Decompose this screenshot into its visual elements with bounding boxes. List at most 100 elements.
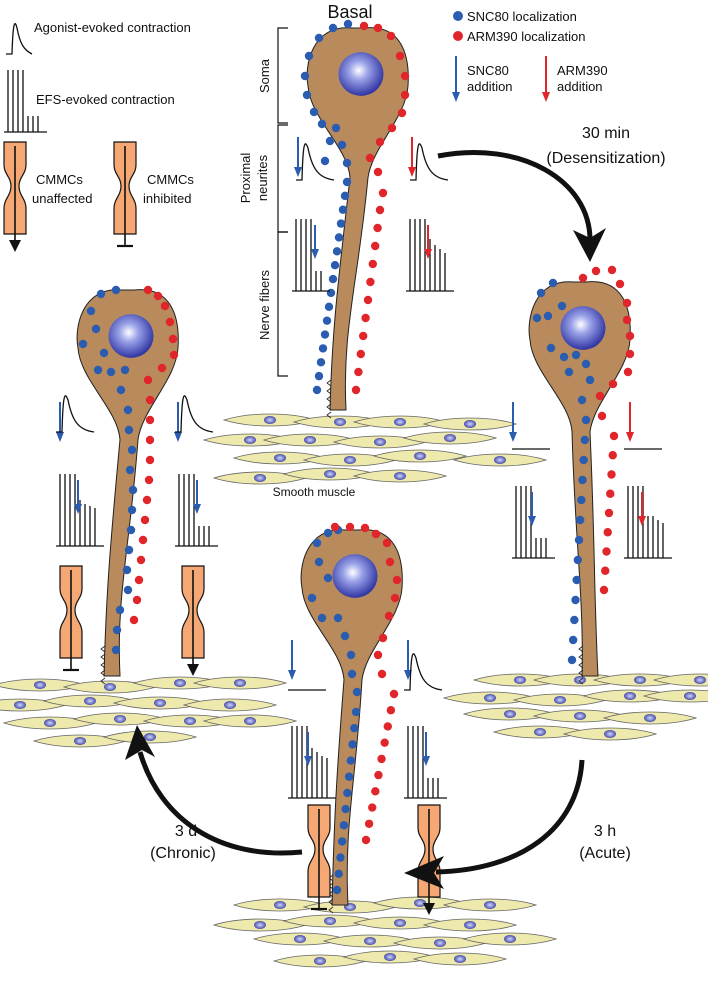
snc80-receptor-dot: [323, 528, 333, 538]
snc80-receptor-dot: [330, 261, 340, 270]
chronic-snc80-efs-arrow-icon-head: [74, 504, 82, 514]
snc80-receptor-dot: [577, 395, 587, 405]
snc80-receptor-dot: [314, 33, 324, 43]
acute-snc80-efs-trace: [288, 726, 336, 799]
arm390-receptor-dot: [400, 90, 410, 100]
arm390-receptor-dot: [354, 367, 363, 377]
snc80-receptor-dot: [317, 119, 327, 129]
arm390-receptor-dot: [602, 547, 611, 556]
smooth-muscle-nucleus: [374, 438, 386, 446]
chronic-arrowhead: [125, 725, 155, 760]
arm390-receptor-dot: [373, 223, 382, 233]
smooth-muscle-nucleus: [684, 692, 696, 700]
smooth-muscle-nucleus: [454, 955, 466, 963]
neuron-desens-terminal: [578, 661, 584, 669]
neuron-basal-terminal: [326, 411, 332, 419]
snc80-receptor-dot: [532, 313, 542, 323]
arm390-receptor-dot: [142, 495, 152, 505]
snc80-receptor-dot: [120, 365, 130, 375]
basal-arm390: [406, 137, 454, 292]
smooth-muscle-nucleus: [604, 730, 616, 738]
acute-snc80: [288, 640, 336, 911]
region-bracket-1: [277, 124, 288, 233]
arm390-receptor-dot: [330, 522, 340, 532]
basal-arm390-addition-arrow-icon-head: [408, 167, 416, 177]
snc80-receptor-dot: [564, 367, 574, 377]
smooth-muscle-cell: [652, 673, 708, 687]
neuron-acute-body: [300, 529, 403, 906]
smooth-muscle-nucleus: [104, 683, 116, 691]
snc80-receptor-dot: [536, 288, 546, 298]
smooth-muscle-nucleus: [334, 418, 346, 426]
neuron-chronic-body: [76, 289, 179, 677]
arm390-receptor-dot: [608, 451, 617, 460]
snc80-receptor-dot: [302, 90, 312, 100]
arm390-receptor-dot: [361, 835, 371, 845]
smooth-muscle-nucleus: [394, 418, 406, 426]
neuron-basal: [300, 19, 410, 419]
chronic-arrow: [137, 751, 303, 856]
arm390-receptor-dot: [145, 455, 155, 465]
snc80-receptor-dot: [347, 669, 357, 679]
smooth-muscle-nucleus: [274, 901, 286, 909]
arm390-receptor-dot: [351, 385, 361, 395]
snc80-receptor-dot: [124, 425, 134, 435]
smooth-muscle-nucleus: [324, 917, 336, 925]
neuron-chronic: [76, 285, 179, 685]
arm390-receptor-dot: [606, 489, 615, 498]
arm390-receptor-dot: [400, 71, 410, 81]
snc80-receptor-dot: [314, 557, 324, 567]
neuron-basal-terminal: [326, 379, 332, 387]
neuron-chronic-terminal: [100, 653, 106, 661]
arm390-receptor-dot: [371, 529, 381, 539]
smooth-muscle-nucleus: [224, 701, 236, 709]
arm390-receptor-dot: [365, 153, 375, 163]
snc80-receptor-dot: [346, 650, 356, 660]
smooth-muscle-nucleus: [324, 470, 336, 478]
snc80-receptor-dot: [332, 885, 342, 895]
arm390-receptor-dot: [165, 317, 175, 327]
legend-snc80-add-1: SNC80: [467, 63, 509, 78]
smooth-muscle-nucleus: [304, 436, 316, 444]
arm390-receptor-dot: [604, 508, 614, 518]
neuron-desens: [528, 265, 635, 685]
snc80-receptor-dot: [348, 740, 357, 749]
snc80-receptor-dot: [325, 136, 335, 146]
smooth-muscle-desens: [442, 673, 708, 741]
snc80-receptor-dot: [307, 593, 317, 603]
arm390-receptor-dot: [359, 331, 368, 341]
basal-snc80-efs-trace: [292, 219, 330, 292]
snc80-receptor-dot: [568, 635, 578, 645]
arm390-receptor-dot: [603, 528, 612, 537]
snc80-receptor-dot: [309, 107, 319, 117]
neuron-chronic-terminal: [100, 669, 106, 677]
snc80-receptor-dot: [126, 525, 136, 535]
smooth-muscle-nucleus: [554, 696, 566, 704]
snc80-addition-arrow-icon-head: [452, 92, 460, 102]
legend-snc80-loc: SNC80 localization: [467, 9, 577, 24]
legend-cmmc-unaffected-line1: CMMCs: [36, 172, 83, 187]
legend-agonist-label: Agonist-evoked contraction: [34, 20, 191, 35]
snc80-receptor-dot: [350, 723, 359, 733]
snc80-receptor-dot: [344, 772, 354, 781]
snc80-receptor-dot: [340, 631, 350, 641]
acute-arm390-agonist-trace: [404, 653, 443, 691]
desensitization-arrow: [437, 150, 593, 241]
arm390-receptor-dot: [625, 331, 635, 341]
snc80-receptor-dot: [567, 655, 577, 665]
smooth-muscle-nucleus: [694, 676, 706, 684]
snc80-receptor-dot: [573, 555, 583, 565]
snc80-receptor-dot: [99, 348, 109, 358]
snc80-receptor-dot: [328, 274, 338, 284]
snc80-receptor-dot: [106, 367, 116, 377]
arm390-receptor-dot: [136, 555, 146, 565]
acute-arm390-efs-arrow-icon-head: [422, 756, 430, 766]
region-brackets: [277, 27, 288, 377]
smooth-muscle-nucleus: [14, 701, 26, 709]
smooth-muscle-nucleus: [314, 957, 326, 965]
chronic-snc80-addition-arrow-icon-head: [56, 432, 64, 442]
chronic-label: (Chronic): [150, 845, 216, 862]
region-bracket-2: [277, 231, 288, 377]
snc80-receptor-dot: [581, 359, 591, 369]
arm390-receptor-dot: [371, 787, 380, 796]
